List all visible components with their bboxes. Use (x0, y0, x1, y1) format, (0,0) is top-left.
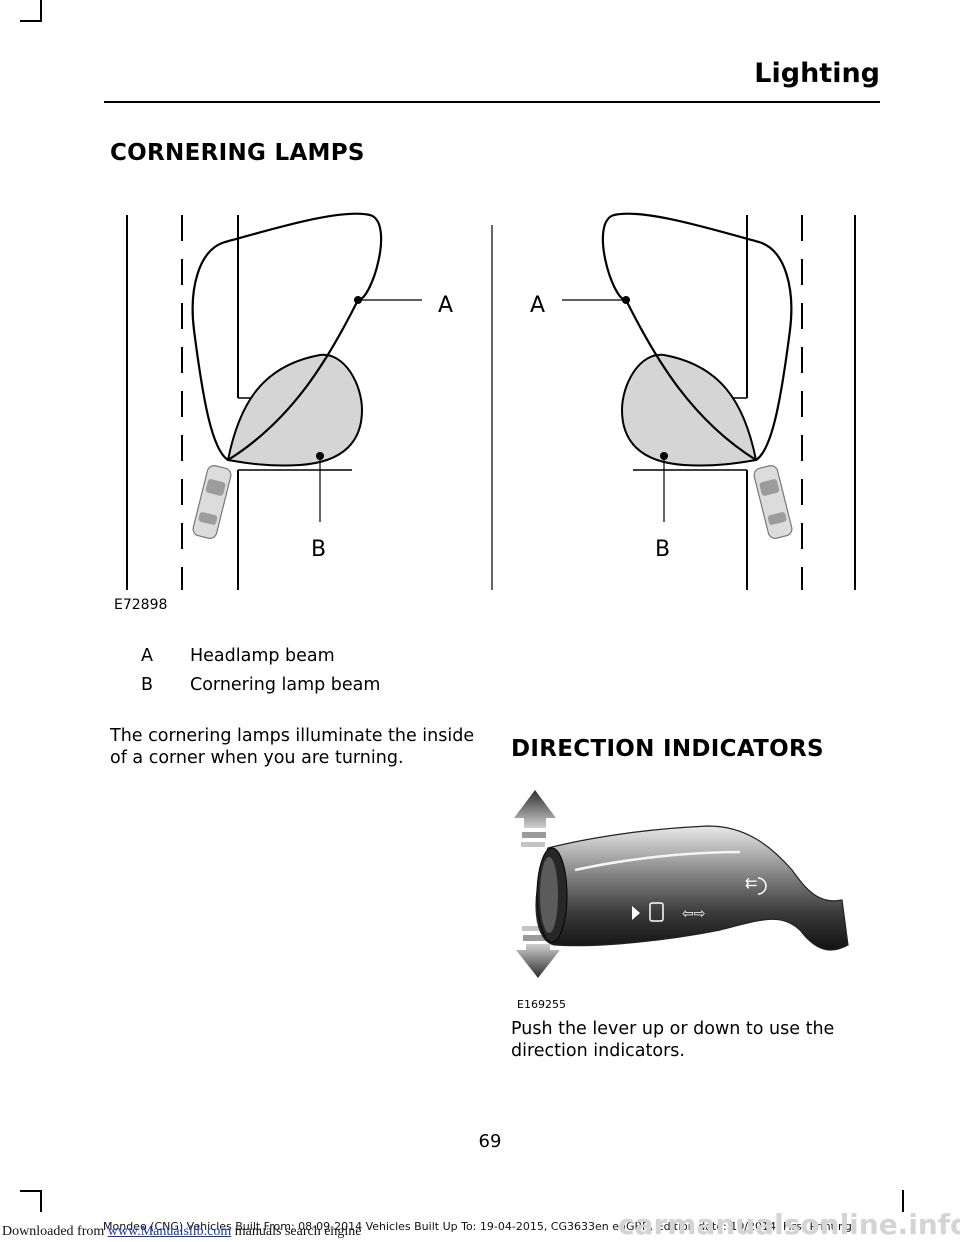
cornering-lamps-diagram: A B A B (126, 212, 856, 590)
watermark-suffix: manuals search engine (231, 1224, 362, 1239)
body-line: direction indicators. (511, 1041, 685, 1061)
callout-b-left: B (311, 537, 326, 562)
svg-text:⇦⇨: ⇦⇨ (682, 906, 705, 922)
body-line: of a corner when you are turning. (110, 748, 404, 768)
crop-mark (40, 1190, 42, 1212)
crop-mark (20, 1190, 42, 1192)
callout-a-left: A (438, 293, 453, 318)
page-title: Lighting (754, 58, 880, 89)
callout-b-right: B (655, 537, 670, 562)
crop-mark (20, 20, 42, 22)
figure-code-cornering: E72898 (114, 597, 168, 613)
page-number: 69 (478, 1131, 502, 1152)
watermark-prefix: Downloaded from (2, 1224, 108, 1239)
footer-edition-text: Mondeo (CNG) Vehicles Built From: 08-09-… (103, 1220, 852, 1233)
direction-body-text: Push the lever up or down to use the dir… (511, 1018, 834, 1062)
watermark-link[interactable]: www.Manualslib.com (107, 1224, 232, 1239)
body-line: The cornering lamps illuminate the insid… (110, 726, 475, 746)
watermark-left: Downloaded from www.Manualslib.com manua… (2, 1224, 362, 1240)
header-rule (104, 101, 880, 103)
callout-a-right: A (530, 293, 545, 318)
body-line: Push the lever up or down to use the (511, 1019, 835, 1039)
crop-mark (902, 1190, 904, 1212)
section-heading-direction-indicators: DIRECTION INDICATORS (511, 736, 824, 762)
figure-code-direction: E169255 (517, 998, 566, 1011)
section-heading-cornering-lamps: CORNERING LAMPS (110, 140, 365, 166)
legend-key-b: B (141, 675, 154, 695)
crop-mark (40, 0, 42, 22)
indicator-lever-illustration: ⇦⇨ ⇇ (514, 790, 849, 978)
watermark-right-logo[interactable]: carmanualsonline.info (618, 1208, 960, 1241)
svg-text:⇇: ⇇ (745, 874, 758, 892)
cornering-body-text: The cornering lamps illuminate the insid… (110, 725, 474, 769)
legend-text-headlamp-beam: Headlamp beam (190, 646, 335, 666)
legend-key-a: A (141, 646, 153, 666)
legend-text-cornering-lamp-beam: Cornering lamp beam (190, 675, 381, 695)
